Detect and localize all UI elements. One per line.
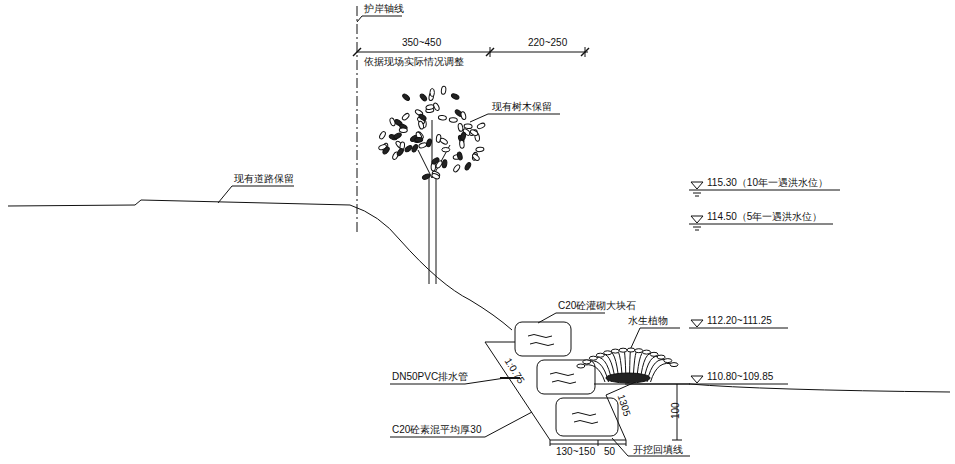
plant-leaf [596,353,604,357]
leaf [418,121,425,130]
plant-leaf [619,348,627,352]
drawing-label: 1:0.75 [502,356,527,386]
drawing-label: 115.30（10年一遇洪水位） [707,177,828,189]
leaf [439,137,448,145]
plant-leaf [604,351,612,355]
leaf [431,157,440,165]
drawing-label: 护岸轴线 [364,3,404,15]
dimension-tick [581,48,589,56]
leaf [477,122,486,129]
leaf [442,148,450,152]
leaf [431,173,440,180]
leaf [460,111,466,120]
leaf [464,124,472,129]
leaf [389,117,396,126]
leaf [453,164,461,173]
drawing-label: 开挖回填线 [633,444,683,456]
leaf [382,146,391,155]
leaf [469,129,478,137]
water-line [594,384,690,385]
leaf [411,144,419,153]
plant-leaf [577,364,585,368]
drawing-label: 130~150 [556,446,595,458]
plant-leaf [635,349,643,353]
leader-line [470,114,560,122]
drawing-label: 110.80~109.85 [707,371,773,383]
water-level-symbol [689,182,840,384]
drawing-label: 50 [604,446,615,458]
dimension-line [550,444,626,445]
drawing-label: 依据现场实际情况调整 [364,56,464,68]
dimension-tick [598,440,599,446]
leaf [418,113,427,121]
leaf [441,86,446,95]
leaf [459,140,464,148]
leaf [438,115,446,120]
drawing-label: 1305 [615,393,633,418]
plant-leaf [657,355,665,359]
drawing-label: 100 [670,402,682,419]
leader-line [612,438,690,456]
plant-leaf [627,348,635,352]
leaf [396,148,404,157]
plant-leaf [583,360,591,364]
leaf [401,112,410,121]
leaf [471,153,480,162]
drawing-label: 114.50（5年一遇洪水位） [707,211,822,223]
drawing-label: 112.20~111.25 [707,315,772,327]
leaf [457,152,463,161]
leaf [426,104,435,110]
plant-stem [587,361,609,382]
leaf [460,132,466,141]
drawing-label: C20砼素混平均厚30 [392,424,481,436]
leaf [449,118,457,123]
leader-line [357,16,402,22]
plant-leaf [611,349,619,353]
plant-leaf [589,356,597,360]
drawing-label: 现有道路保留 [234,173,294,185]
stone-block [515,322,618,436]
plant-leaf [664,359,672,363]
leader-line [390,412,532,437]
tree-illustration [378,86,486,284]
leaf [404,144,413,152]
leaf [419,93,428,102]
leaf [451,93,460,100]
leader-line [538,313,605,323]
leaf [418,142,427,149]
leaf [458,123,464,132]
aquatic-plants [577,348,678,383]
drawing-label: 350~450 [402,37,441,49]
leaf [426,138,433,147]
leaf [399,128,407,133]
plant-root [606,373,650,383]
drawing-label: DN50PVC排水管 [392,371,468,383]
leaf [379,131,387,140]
drawing-label: 220~250 [528,37,567,49]
plant-leaf [670,363,678,367]
drawing-label: 水生植物 [628,315,668,327]
leaf [476,147,484,152]
drawing-label: 现有树木保留 [492,101,552,113]
leaf [470,129,479,137]
dimension-tick [486,48,494,56]
leaf [442,160,448,169]
leader-line [630,328,680,350]
leader-line [218,186,294,203]
leaf [464,162,472,171]
drawing-label: C20砼灌砌大块石 [558,300,636,312]
leaf [415,137,423,142]
leaf [393,132,402,140]
ground-line [625,384,950,392]
dimension-tick [353,48,361,56]
axis-line [357,6,358,232]
leaf [422,173,431,180]
dimension-line [357,52,588,53]
leaf [402,93,411,102]
leaf [430,89,434,97]
